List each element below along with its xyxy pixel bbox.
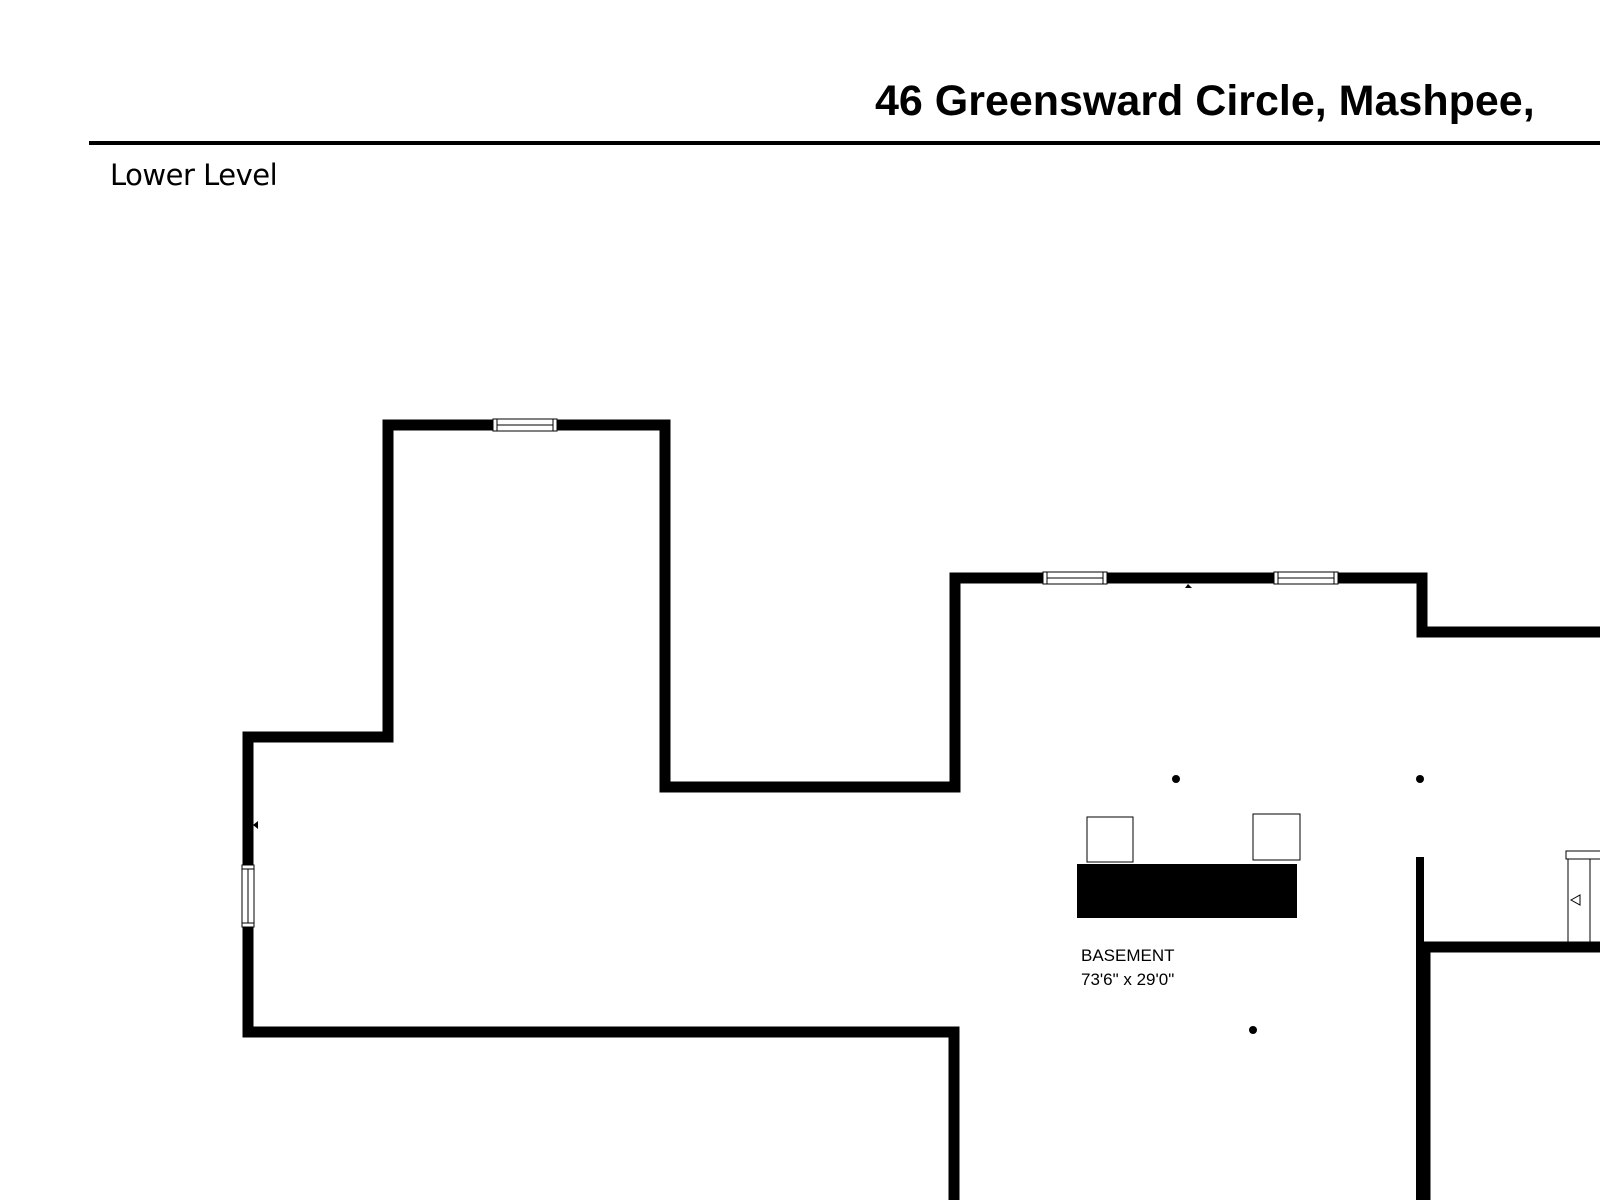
column-dot — [1172, 775, 1180, 783]
appliance-box-right — [1252, 813, 1301, 861]
window-left — [241, 864, 255, 928]
exterior-wall-left — [242, 419, 1600, 1200]
room-label-basement: BASEMENT — [1081, 946, 1175, 965]
room-dimensions-basement: 73'6" x 29'0" — [1081, 970, 1175, 989]
window-top-middle — [1042, 571, 1108, 585]
interior-wall-right — [1419, 941, 1600, 1200]
wall-marker-top — [1185, 584, 1192, 588]
appliance-box-left — [1086, 816, 1134, 863]
window-top-left — [492, 418, 558, 432]
column-dot — [1416, 775, 1424, 783]
window-top-right — [1273, 571, 1339, 585]
counter-fixture — [1077, 864, 1297, 918]
column-dot — [1249, 1026, 1257, 1034]
door-right — [1565, 850, 1600, 942]
level-label: Lower Level — [110, 158, 278, 192]
address-title: 46 Greensward Circle, Mashpee, — [875, 77, 1535, 125]
wall-marker-left — [253, 821, 258, 829]
header-divider — [89, 141, 1600, 145]
